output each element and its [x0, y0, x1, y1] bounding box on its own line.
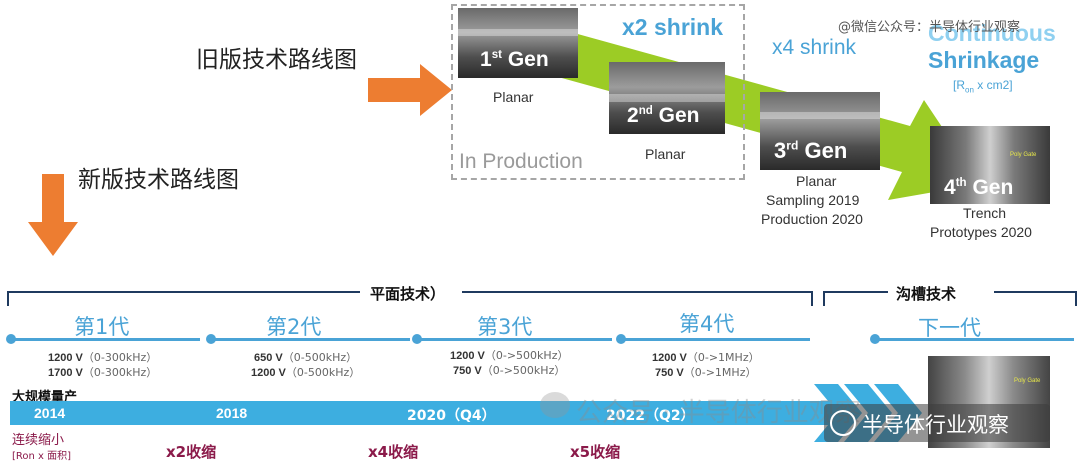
category-brackets [7, 291, 1077, 306]
year-2018: 2018 [216, 405, 248, 421]
year-2020-q4: 2020（Q4） [407, 408, 496, 424]
gen1-line [14, 338, 200, 341]
old-roadmap-arrow [368, 64, 452, 116]
ron-area-label: [Ron x 面积] [12, 451, 72, 462]
gen2-chip-image: 2nd Gen [609, 62, 725, 134]
gen2-chip-label: 2nd Gen [627, 104, 700, 127]
gen3-desc-1: Planar [796, 173, 837, 189]
continuous-shrink-label: 连续缩小 [12, 433, 65, 448]
gen3-spec-1: 1200 V（0->500kHz） [450, 349, 569, 362]
gen4-spec-2: 750 V（0->1MHz） [655, 366, 757, 379]
gen1-chip-image: 1st Gen [458, 8, 578, 78]
gen4-desc-2: Prototypes 2020 [930, 224, 1032, 240]
gen3-desc-3: Production 2020 [761, 211, 863, 227]
wechat-watermark-icon [540, 392, 570, 418]
gen1-title: 第1代 [74, 315, 130, 339]
gen3-title: 第3代 [477, 315, 533, 339]
gen4-chip-label: 4th Gen [944, 176, 1014, 199]
gen4-chip-image: Poly Gate 4th Gen [930, 126, 1050, 204]
gen1-desc: Planar [493, 89, 534, 105]
gen2-desc: Planar [645, 146, 686, 162]
next-gen-dot [870, 334, 880, 344]
gen3-line [420, 338, 612, 341]
gen4-desc-1: Trench [963, 205, 1007, 221]
timeline-bar [10, 401, 840, 425]
gen4-line [624, 338, 810, 341]
gen1-spec-1: 1200 V（0-300kHz） [48, 351, 158, 364]
gen2-spec-2: 1200 V（0-500kHz） [251, 366, 361, 379]
old-roadmap-label: 旧版技术路线图 [196, 47, 357, 73]
continuous-shrinkage-line2: Shrinkage [928, 47, 1040, 73]
gen1-chip-label: 1st Gen [480, 48, 549, 71]
gen4-title: 第4代 [679, 312, 735, 336]
in-production-box [451, 4, 745, 180]
continuous-shrinkage-unit: [Ron x cm2] [953, 78, 1013, 95]
shrink-x5: x5收缩 [570, 443, 621, 461]
next-gen-chip-tag: Poly Gate [1014, 378, 1041, 384]
year-2014: 2014 [34, 405, 66, 421]
gen4-chip-tag: Poly Gate [1010, 152, 1037, 158]
gen2-title: 第2代 [266, 315, 322, 339]
gen1-dot [6, 334, 16, 344]
gen3-dot [412, 334, 422, 344]
gen2-dot [206, 334, 216, 344]
planar-tech-label: 平面技术） [370, 285, 446, 303]
next-gen-title: 下一代 [918, 316, 981, 340]
gen3-chip-image: 3rd Gen [760, 92, 880, 170]
gen4-dot [616, 334, 626, 344]
x4-shrink-label: x4 shrink [772, 36, 857, 59]
badge-watermark-icon [830, 410, 856, 436]
gen2-spec-1: 650 V（0-500kHz） [254, 351, 358, 364]
x2-shrink-label: x2 shrink [622, 14, 723, 40]
new-roadmap-arrow [28, 174, 78, 256]
gen3-spec-2: 750 V（0->500kHz） [453, 364, 566, 377]
new-roadmap-label: 新版技术路线图 [78, 167, 239, 193]
gen3-chip-label: 3rd Gen [774, 138, 848, 163]
in-production-label: In Production [459, 150, 583, 173]
shrink-x2: x2收缩 [166, 443, 217, 461]
gen4-spec-1: 1200 V（0->1MHz） [652, 351, 760, 364]
continuous-shrinkage-line1: Continuous [928, 20, 1056, 46]
trench-tech-label: 沟槽技术 [896, 285, 957, 303]
shrink-x4: x4收缩 [368, 443, 419, 461]
gen1-spec-2: 1700 V（0-300kHz） [48, 366, 158, 379]
badge-watermark-text: 半导体行业观察 [862, 413, 1009, 437]
next-gen-line [878, 338, 1074, 341]
gen3-desc-2: Sampling 2019 [766, 192, 860, 208]
watermark-top-right: @微信公众号：半导体行业观察 [838, 20, 1021, 35]
badge-watermark [824, 404, 1050, 442]
year-2022-q2: 2022（Q2） [606, 408, 695, 424]
gen2-line [214, 338, 410, 341]
center-watermark: 公众号 · 半导体行业观察 [576, 398, 861, 428]
